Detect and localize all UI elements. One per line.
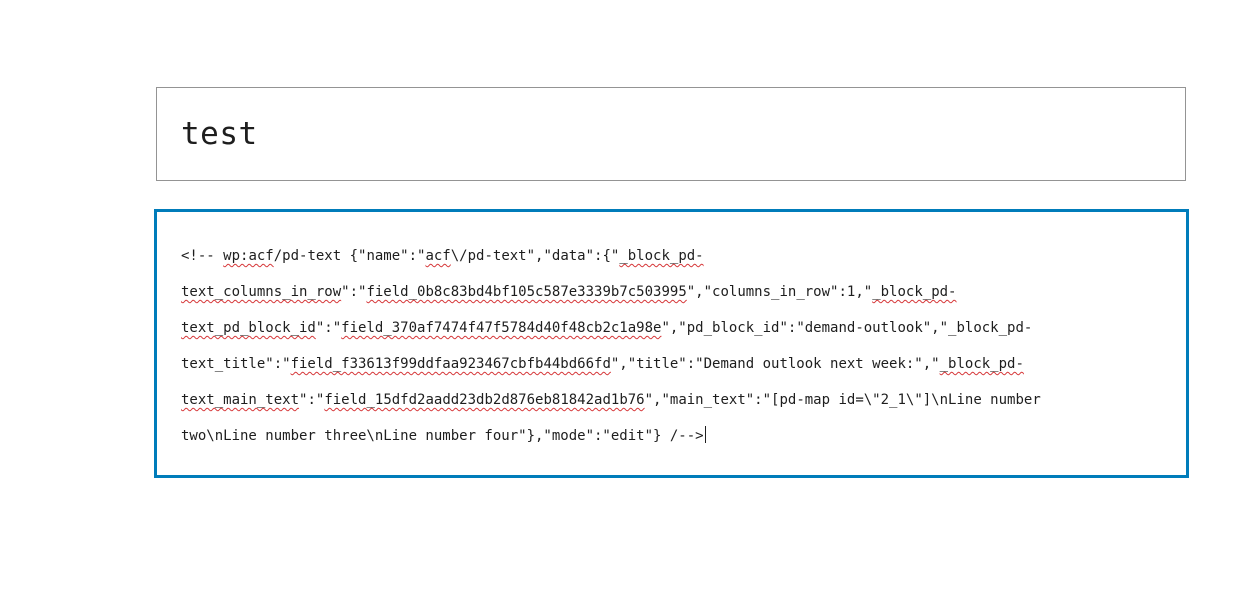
code-fragment: ","main_text":"[pd-map id=\"2_1\"]\nLine… bbox=[644, 392, 1041, 408]
code-line: <!-- wp:acf/pd-text {"name":"acf\/pd-tex… bbox=[181, 238, 1162, 274]
code-fragment: ":" bbox=[341, 284, 367, 300]
misspelled-word: acf bbox=[425, 248, 451, 264]
code-fragment: two\nLine number three\nLine number four… bbox=[181, 428, 704, 444]
code-line: text_main_text":"field_15dfd2aadd23db2d8… bbox=[181, 382, 1162, 418]
code-editor-textarea[interactable]: <!-- wp:acf/pd-text {"name":"acf\/pd-tex… bbox=[154, 209, 1189, 478]
code-fragment: ","columns_in_row":1," bbox=[686, 284, 873, 300]
code-line: two\nLine number three\nLine number four… bbox=[181, 418, 1162, 454]
code-fragment: text_title":" bbox=[181, 356, 291, 372]
code-fragment: ":" bbox=[299, 392, 325, 408]
code-line: text_columns_in_row":"field_0b8c83bd4bf1… bbox=[181, 274, 1162, 310]
post-title-field[interactable]: test bbox=[156, 87, 1186, 181]
misspelled-word: field_370af7474f47f5784d40f48cb2c1a98e bbox=[341, 320, 662, 336]
misspelled-word: _block_pd- bbox=[872, 284, 957, 300]
misspelled-word: field_0b8c83bd4bf105c587e3339b7c503995 bbox=[366, 284, 687, 300]
misspelled-word: _block_pd- bbox=[939, 356, 1024, 372]
misspelled-word: text_main_text bbox=[181, 392, 300, 408]
code-fragment: /pd-text {"name":" bbox=[273, 248, 426, 264]
code-line: text_title":"field_f33613f99ddfaa923467c… bbox=[181, 346, 1162, 382]
code-fragment: ":" bbox=[315, 320, 342, 336]
code-fragment: \/pd-text","data":{" bbox=[450, 248, 620, 264]
code-fragment: ","title":"Demand outlook next week:"," bbox=[610, 356, 940, 372]
code-fragment: ","pd_block_id":"demand-outlook","_block… bbox=[661, 320, 1033, 336]
text-caret bbox=[704, 426, 706, 443]
misspelled-word: field_15dfd2aadd23db2d876eb81842ad1b76 bbox=[324, 392, 645, 408]
code-line: text_pd_block_id":"field_370af7474f47f57… bbox=[181, 310, 1162, 346]
misspelled-word: field_f33613f99ddfaa923467cbfb44bd66fd bbox=[290, 356, 611, 372]
code-editor-content: <!-- wp:acf/pd-text {"name":"acf\/pd-tex… bbox=[181, 238, 1162, 454]
misspelled-word: wp:acf bbox=[223, 248, 274, 264]
post-title-text: test bbox=[181, 116, 258, 152]
code-fragment: <!-- bbox=[181, 248, 224, 264]
misspelled-word: text_pd_block_id bbox=[181, 320, 316, 336]
misspelled-word: _block_pd- bbox=[619, 248, 704, 264]
misspelled-word: text_columns_in_row bbox=[181, 284, 342, 300]
